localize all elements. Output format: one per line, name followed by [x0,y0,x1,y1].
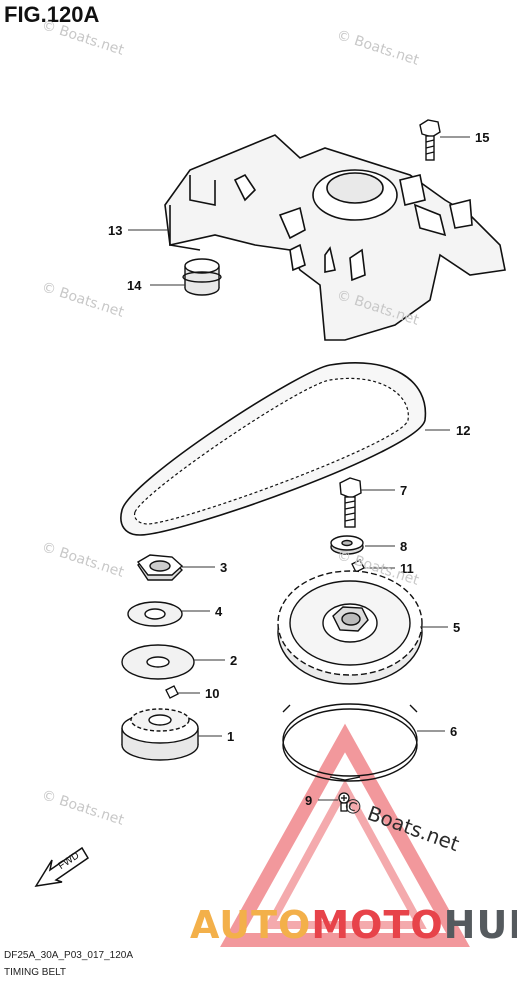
callout-12: 12 [456,423,470,438]
callout-numbers: 15 13 14 12 7 8 11 3 4 2 10 1 5 6 9 [108,130,489,808]
callout-13: 13 [108,223,122,238]
callout-7: 7 [400,483,407,498]
leader-lines [128,136,470,801]
fwd-arrow-icon: FWD [34,846,90,887]
bolt-part-15 [419,119,441,161]
callout-4: 4 [215,604,223,619]
callout-6: 6 [450,724,457,739]
callout-5: 5 [453,620,460,635]
washer-part-8 [330,535,364,555]
callout-9: 9 [305,793,312,808]
timing-belt-part-12 [120,361,427,536]
bolt-part-7 [339,477,362,528]
callout-11: 11 [400,561,414,576]
brand-part-auto: AUTO [190,903,312,947]
screw-part-9 [338,792,350,812]
callout-1: 1 [227,729,234,744]
crankshaft-pulley-part-1 [121,708,199,761]
callout-2: 2 [230,653,237,668]
callout-8: 8 [400,539,407,554]
callout-10: 10 [205,686,219,701]
washer-part-4 [127,601,183,627]
pulley-plate-part-6 [282,703,418,782]
callout-14: 14 [127,278,142,293]
brand-part-moto: MOTO [311,903,444,947]
brand-part-hub: HUB [443,903,517,947]
callout-15: 15 [475,130,489,145]
automotohub-logo-triangle [220,723,470,947]
figure-caption: TIMING BELT [4,967,67,978]
figure-title: FIG.120A [4,2,100,27]
callout-3: 3 [220,560,227,575]
figure-code: DF25A_30A_P03_017_120A [4,950,133,961]
grommet-part-14 [182,258,222,296]
plate-part-2 [121,644,195,680]
automotohub-brand: AUTOMOTOHUB [190,903,517,947]
nut-part-3 [136,554,184,581]
key-part-10 [165,685,179,699]
timing-belt-cover [164,134,506,341]
camshaft-pulley-part-5 [277,570,423,685]
